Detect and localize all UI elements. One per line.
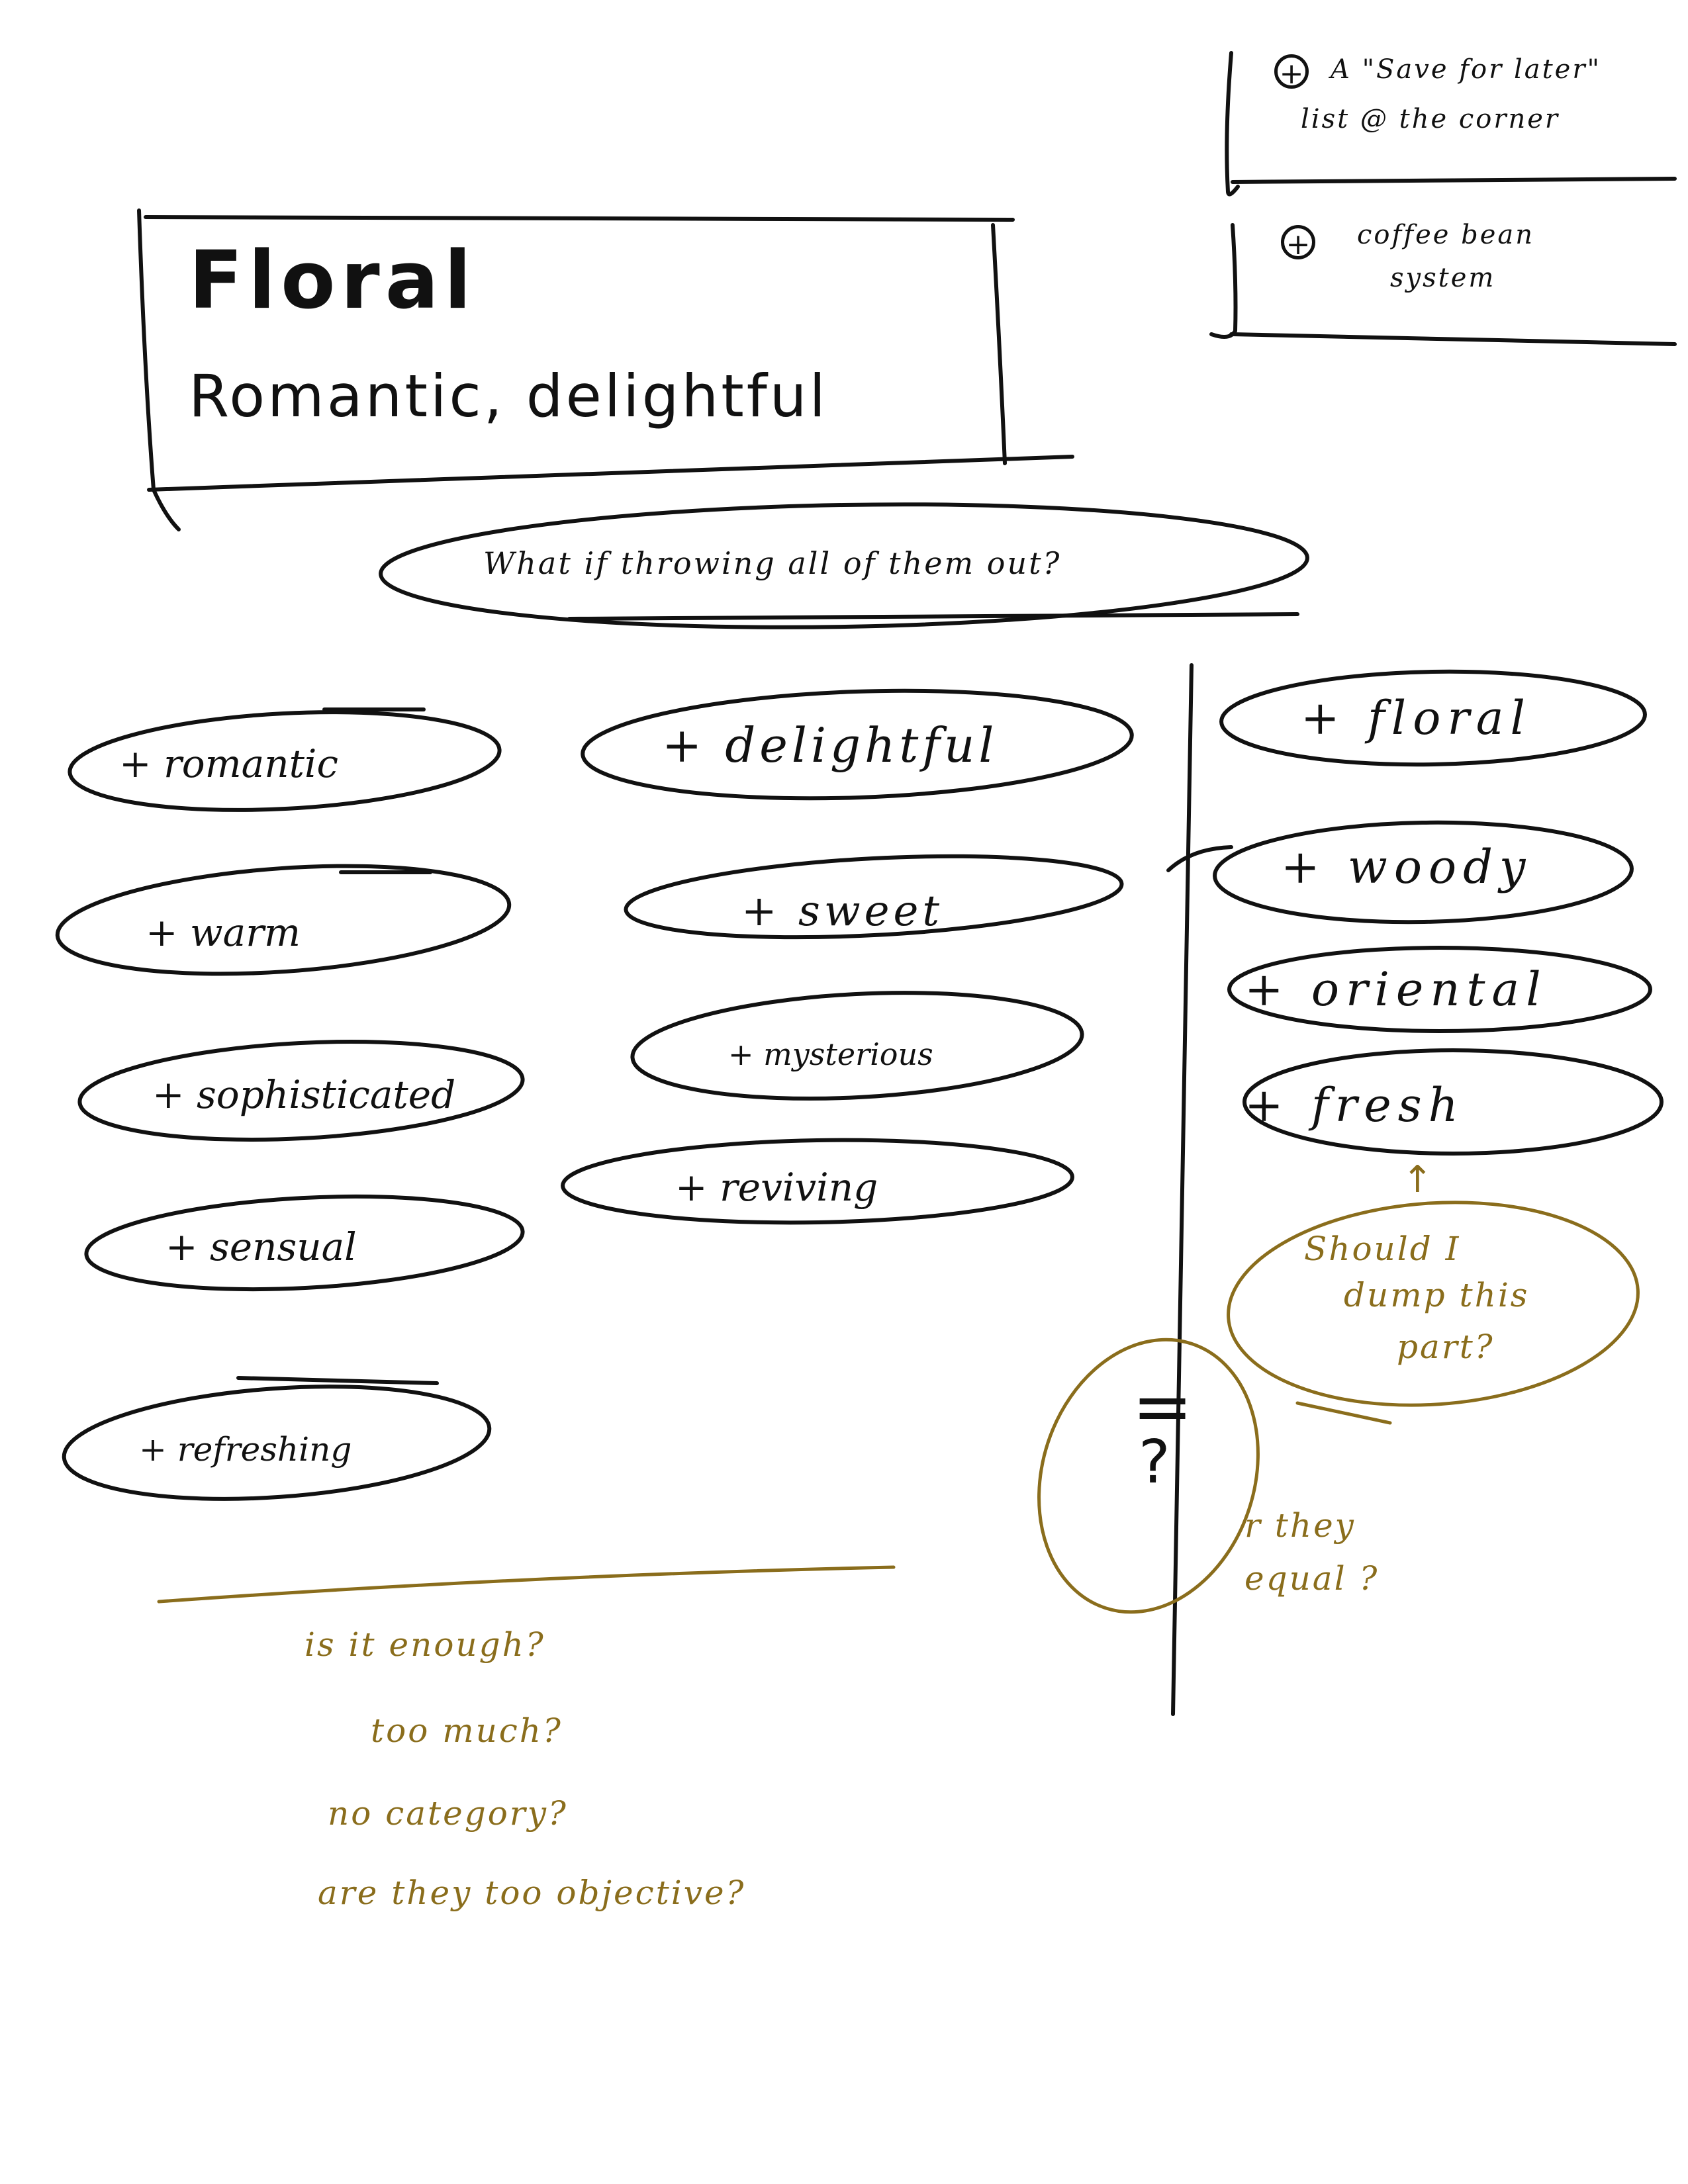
- equal-symbol: =: [1132, 1364, 1194, 1449]
- plus-circle-icon[interactable]: +: [1274, 54, 1309, 91]
- note-line: A "Save for later": [1331, 54, 1601, 85]
- notes-panel-frame: [1209, 51, 1677, 346]
- mood-tag-warm[interactable]: + warm: [146, 910, 301, 955]
- family-tag-outlines: [1166, 669, 1664, 1156]
- bottom-question: are they too objective?: [318, 1874, 746, 1912]
- family-tag-fresh[interactable]: + fresh: [1244, 1078, 1465, 1132]
- plus-circle-icon[interactable]: +: [1281, 225, 1315, 261]
- dump-question-line: dump this: [1344, 1276, 1530, 1314]
- bottom-question: is it enough?: [305, 1625, 545, 1664]
- arrow-up-icon: ↑: [1402, 1158, 1433, 1201]
- equal-question-line: r they: [1244, 1506, 1356, 1545]
- question-bubble-outline: [379, 502, 1309, 629]
- equal-question-line: equal ?: [1244, 1559, 1380, 1598]
- question-bubble-text: What if throwing all of them out?: [483, 545, 1062, 581]
- family-tag-oriental[interactable]: + oriental: [1244, 962, 1548, 1017]
- mood-tag-sweet[interactable]: + sweet: [741, 887, 944, 936]
- bottom-question: too much?: [371, 1711, 563, 1750]
- mood-tag-outlines: [55, 688, 1134, 1501]
- mood-tag-reviving[interactable]: + reviving: [675, 1165, 878, 1210]
- note-line: system: [1390, 263, 1496, 293]
- column-divider: [1171, 663, 1194, 1716]
- dump-question-line: part?: [1397, 1328, 1495, 1366]
- dump-question-line: Should I: [1304, 1230, 1461, 1268]
- bottom-question: no category?: [328, 1794, 568, 1833]
- family-tag-woody[interactable]: + woody: [1281, 840, 1532, 894]
- note-line: coffee bean: [1357, 220, 1535, 250]
- mood-tag-romantic[interactable]: + romantic: [119, 741, 338, 786]
- mood-tag-mysterious[interactable]: + mysterious: [728, 1036, 933, 1072]
- note-line: list @ the corner: [1301, 104, 1560, 134]
- card-title: Floral: [189, 235, 477, 327]
- mood-tag-delightful[interactable]: + delightful: [662, 717, 998, 773]
- mood-tag-sophisticated[interactable]: + sophisticated: [152, 1072, 456, 1117]
- family-tag-floral[interactable]: + floral: [1301, 691, 1532, 745]
- question-mark: ?: [1139, 1428, 1170, 1497]
- card-subtitle: Romantic, delightful: [189, 362, 828, 430]
- title-card-frame: [137, 208, 1074, 531]
- mood-tag-refreshing[interactable]: + refreshing: [139, 1430, 352, 1469]
- mood-tag-sensual[interactable]: + sensual: [165, 1224, 357, 1269]
- gold-annotations: [157, 1201, 1640, 1614]
